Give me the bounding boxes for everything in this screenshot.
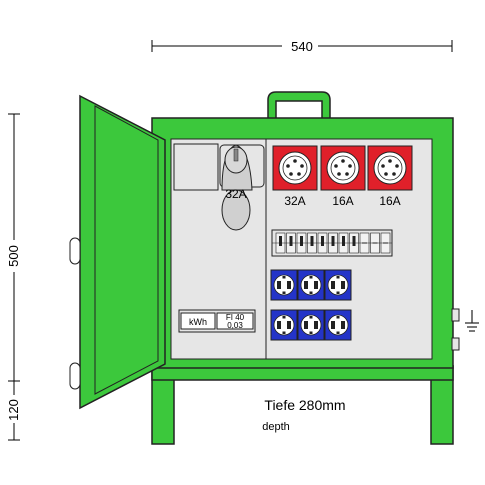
side-gland-top: [451, 308, 460, 322]
cee-outlet-label: 32A: [284, 194, 305, 208]
schuko-socket: [297, 309, 325, 341]
schuko-socket: [270, 269, 298, 301]
depth-label: Tiefe 280mm: [264, 397, 345, 413]
kwh-label: kWh: [189, 317, 207, 327]
cee-outlet-2: 16A: [320, 145, 366, 208]
cee-outlet-group: 32A 16A 16A: [272, 145, 413, 208]
cee-inlet-32a: 32A: [219, 144, 265, 231]
height-label: 500: [6, 245, 21, 267]
side-gland-bottom: [451, 337, 460, 351]
schuko-socket: [324, 269, 352, 301]
schuko-socket: [270, 309, 298, 341]
door-inner-panel: [94, 105, 159, 395]
ground-icon: [465, 310, 479, 332]
cee-outlet-3: 16A: [367, 145, 413, 208]
schuko-socket: [324, 309, 352, 341]
cee-outlet-1: 32A: [272, 145, 318, 208]
meter-block: kWh FI 40 0,03: [178, 309, 256, 333]
cee-outlet-label: 16A: [379, 194, 400, 208]
circuit-breaker-rail: [271, 229, 393, 257]
depth-sublabel: depth: [262, 421, 290, 433]
schuko-socket-group: [270, 269, 352, 341]
inlet-label: 32A: [225, 187, 246, 201]
schuko-socket: [297, 269, 325, 301]
door-hinge-bottom: [69, 362, 81, 390]
width-label: 540: [291, 39, 313, 54]
carry-handle: [267, 91, 331, 121]
rcd-sensitivity-label: 0,03: [227, 321, 243, 330]
door-hinge-top: [69, 237, 81, 265]
leg-height-label: 120: [6, 399, 21, 421]
cee-outlet-label: 16A: [332, 194, 353, 208]
rcd-rating-label: FI 40: [226, 313, 245, 322]
meter-window: [173, 143, 219, 191]
height-dimension: [8, 113, 20, 441]
